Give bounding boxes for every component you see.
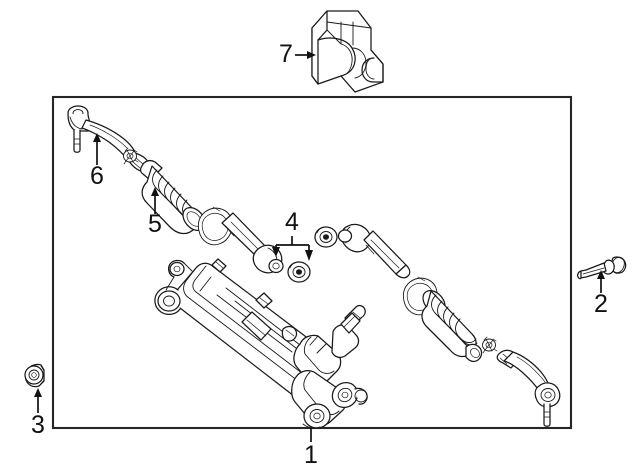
- flange-nut-part: [24, 363, 45, 388]
- heat-shield-part: [311, 10, 384, 93]
- callout-2-leader: [597, 270, 605, 293]
- right-inner-tie-rod-part: [337, 223, 411, 279]
- left-rack-washer-part: [287, 261, 311, 283]
- steering-gear-housing-part: [154, 258, 368, 429]
- left-inner-tie-rod-part: [221, 212, 284, 274]
- callout-2-number: 2: [594, 290, 608, 318]
- mounting-bolt-part: [577, 256, 627, 280]
- callout-7-number: 7: [279, 40, 293, 68]
- callout-6-leader: [93, 133, 101, 165]
- callout-7-leader: [295, 51, 316, 59]
- right-rack-washer-part: [314, 226, 338, 248]
- right-outer-tie-rod-end-part: [496, 349, 561, 427]
- callout-1-number: 1: [304, 441, 318, 469]
- callout-4-number: 4: [285, 208, 299, 236]
- callout-5-number: 5: [148, 210, 162, 238]
- left-boot-ring-clamp-part: [197, 206, 233, 246]
- callout-6-number: 6: [90, 162, 104, 190]
- left-boot-clamp-part: [123, 147, 139, 165]
- right-bellows-boot-part: [421, 289, 483, 363]
- callout-3-leader: [34, 388, 42, 413]
- callout-3-number: 3: [31, 411, 45, 439]
- right-boot-clamp-part: [482, 336, 498, 354]
- callout-5-leader: [151, 187, 159, 214]
- callout-4-leader: [272, 236, 313, 261]
